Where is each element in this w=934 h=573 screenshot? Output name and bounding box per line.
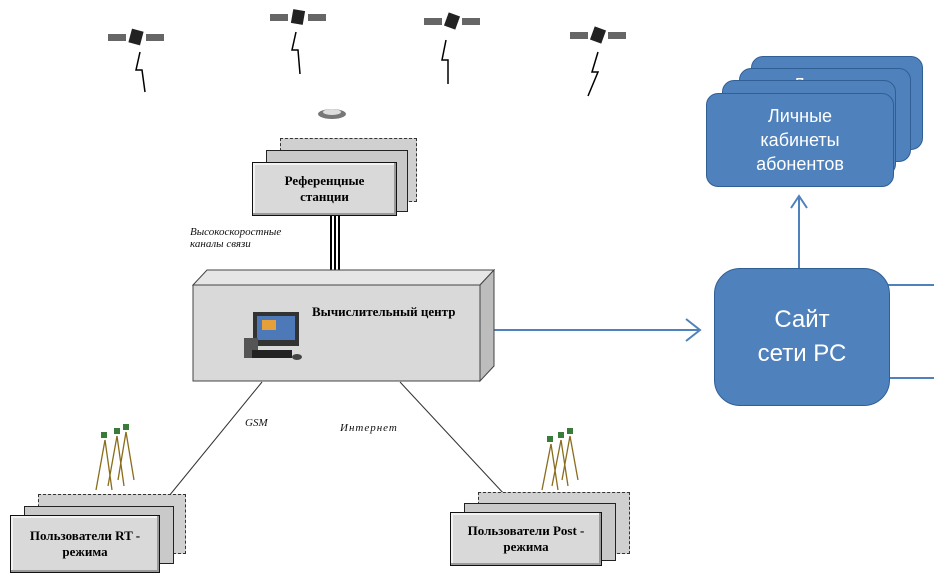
satellite-icon	[108, 28, 164, 46]
satellite-icon	[570, 26, 626, 44]
computer-icon	[244, 312, 302, 360]
gnss-antenna-icon	[318, 109, 346, 119]
post-users-label: Пользователи Post - режима	[467, 523, 585, 554]
lightning-icon	[441, 39, 449, 84]
post-users-box: Пользователи Post - режима	[450, 512, 602, 566]
cabinets-box: Личные кабинеты абонентов	[706, 93, 894, 187]
surveying-tripod-icon	[95, 424, 135, 491]
cabinets-label: Личные кабинеты абонентов	[756, 106, 844, 174]
site-label: Сайт сети РС	[757, 306, 847, 367]
surveying-tripod-icon	[541, 428, 579, 491]
internet-label: Интернет	[340, 422, 398, 434]
satellite-icon	[270, 9, 326, 25]
lightning-icon	[135, 51, 146, 93]
satellite-icon	[424, 12, 480, 30]
reference-stations-box: Референцные станции	[252, 162, 397, 216]
rt-users-box: Пользователи RT - режима	[10, 515, 160, 573]
gsm-line	[159, 381, 263, 508]
arrow-to-site-head	[685, 318, 702, 342]
arrow-to-cabinets-head	[790, 194, 808, 209]
reference-stations-label: Референцные станции	[284, 173, 365, 204]
lightning-icon	[291, 31, 301, 75]
lightning-icon	[587, 51, 600, 97]
gsm-label: GSM	[245, 417, 268, 429]
site-box: Сайт сети РС	[714, 268, 890, 406]
internet-line	[399, 381, 506, 496]
computing-center-label: Вычислительный центр	[312, 304, 456, 319]
high-speed-channels-label: Высокоскоростные каналы связи	[190, 226, 282, 250]
rt-users-label: Пользователи RT - режима	[29, 528, 141, 559]
